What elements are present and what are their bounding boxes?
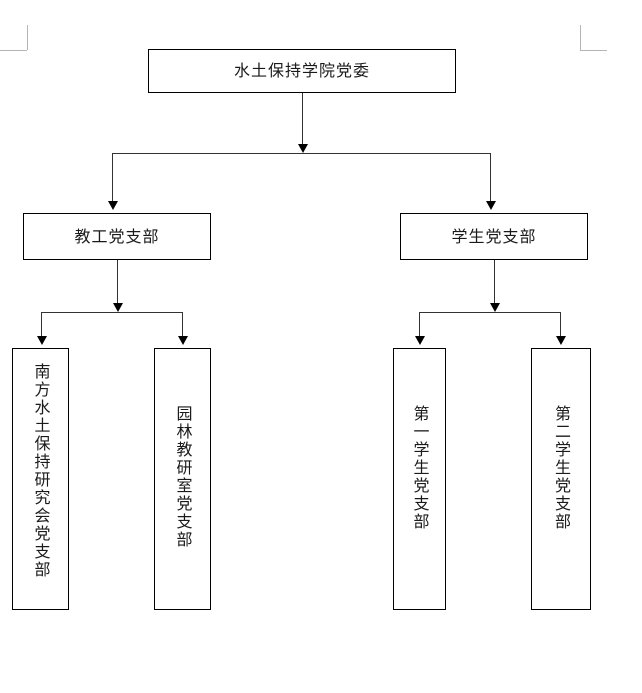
- crop-mark-vertical-line: [27, 25, 28, 50]
- arrowhead-student-1: [415, 336, 425, 345]
- org-node-root-label: 水土保持学院党委: [233, 61, 370, 80]
- org-node-student-branch-2-label: 第二学生党支部: [552, 405, 571, 531]
- arrowhead-student-2: [556, 336, 566, 345]
- org-node-south-soil-research-label: 南方水土保持研究会党支部: [31, 363, 51, 579]
- connector-faculty-stem: [117, 260, 118, 304]
- arrowhead-faculty: [108, 201, 118, 210]
- connector-drop-faculty: [112, 153, 113, 202]
- org-node-student-branch: 学生党支部: [400, 213, 588, 260]
- org-node-faculty-branch: 教工党支部: [23, 213, 211, 260]
- crop-mark-horizontal-line: [580, 50, 607, 51]
- crop-mark-vertical-line: [580, 25, 581, 50]
- arrowhead-faculty-stem: [113, 303, 123, 312]
- org-node-garden-teaching-office: 园林教研室党支部: [154, 348, 211, 610]
- org-node-student-branch-2: 第二学生党支部: [531, 348, 591, 610]
- connector-drop-student: [490, 153, 491, 202]
- connector-bar-level2: [112, 153, 491, 154]
- crop-mark-top-right: [580, 25, 608, 51]
- crop-mark-top-left: [0, 25, 28, 51]
- arrowhead-root-stem: [298, 144, 308, 153]
- org-node-garden-teaching-office-label: 园林教研室党支部: [173, 405, 193, 549]
- connector-drop-student-1: [419, 312, 420, 337]
- arrowhead-student-stem: [490, 303, 500, 312]
- connector-drop-student-2: [560, 312, 561, 337]
- org-node-student-branch-1-label: 第一学生党支部: [410, 405, 430, 531]
- arrowhead-south-soil: [37, 336, 47, 345]
- org-node-student-branch-label: 学生党支部: [451, 226, 537, 246]
- connector-drop-garden: [182, 312, 183, 337]
- org-node-south-soil-research: 南方水土保持研究会党支部: [12, 348, 69, 610]
- connector-bar-student-children: [419, 312, 561, 313]
- arrowhead-garden: [178, 336, 188, 345]
- connector-bar-faculty-children: [41, 312, 183, 313]
- connector-student-stem: [494, 260, 495, 304]
- org-node-root: 水土保持学院党委: [148, 49, 456, 93]
- org-node-student-branch-1: 第一学生党支部: [393, 348, 446, 610]
- connector-root-stem: [302, 93, 303, 145]
- org-node-faculty-branch-label: 教工党支部: [74, 226, 160, 246]
- connector-drop-south-soil: [41, 312, 42, 337]
- arrowhead-student: [486, 201, 496, 210]
- crop-mark-horizontal-line: [0, 50, 27, 51]
